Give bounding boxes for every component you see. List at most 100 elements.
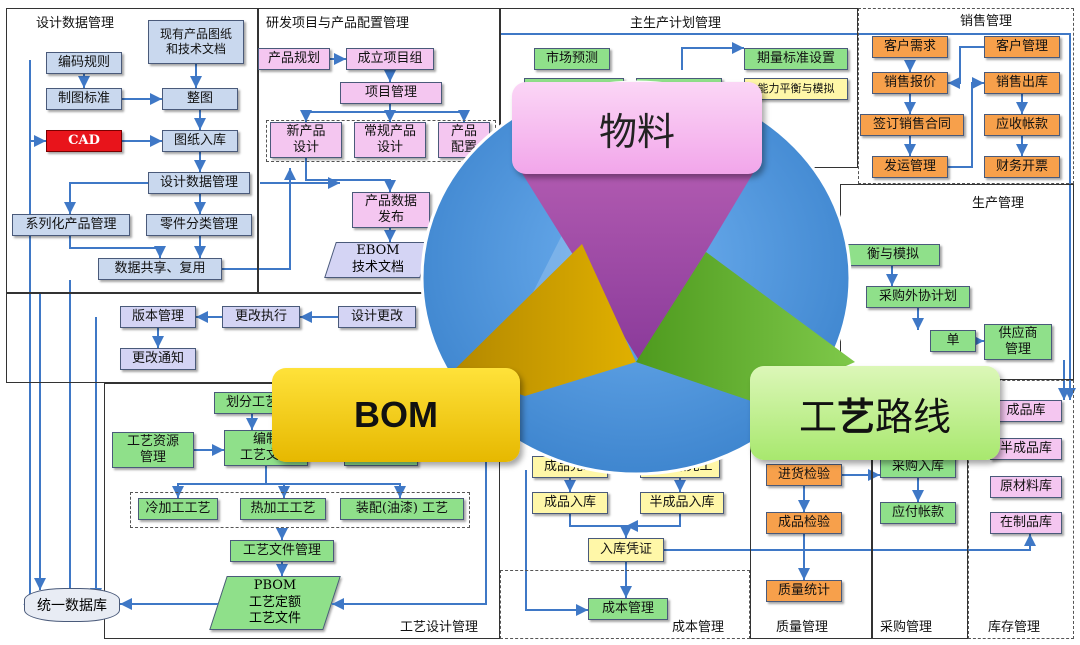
invoicing-node[interactable]: 财务开票 xyxy=(984,156,1060,178)
regular-product-design-node[interactable]: 常规产品 设计 xyxy=(354,122,426,158)
receivables-node[interactable]: 应收帐款 xyxy=(984,114,1060,136)
connector xyxy=(332,400,487,610)
file-mgmt-node[interactable]: 工艺文件管理 xyxy=(230,540,334,562)
change-exec-node[interactable]: 更改执行 xyxy=(222,306,300,328)
connector xyxy=(266,483,406,498)
material-wedge xyxy=(520,170,755,362)
connector xyxy=(69,236,166,258)
design-change-node[interactable]: 设计更改 xyxy=(338,306,416,328)
period-standard-node[interactable]: 期量标准设置 xyxy=(744,48,848,70)
product-inspect-node[interactable]: 成品检验 xyxy=(766,512,842,534)
unified-database[interactable]: 统一数据库 xyxy=(24,588,120,622)
cost-panel xyxy=(500,570,750,639)
existing-drawings-node[interactable]: 现有产品图纸 和技术文档 xyxy=(148,20,244,64)
product-in-node[interactable]: 成品入库 xyxy=(532,492,608,514)
assembly-node[interactable]: 装配(油漆) 工艺 xyxy=(340,498,464,520)
production-title: 生产管理 xyxy=(972,196,1025,211)
design-data-mgmt-node[interactable]: 设计数据管理 xyxy=(148,172,250,194)
cost-title: 成本管理 xyxy=(672,620,725,635)
connector xyxy=(222,168,296,270)
inventory-title: 库存管理 xyxy=(988,620,1041,635)
purchase-in-node[interactable]: 采购入库 xyxy=(880,456,956,478)
product-config-node[interactable]: 产品 配置 xyxy=(438,122,490,158)
project-mgmt-node[interactable]: 项目管理 xyxy=(340,82,442,104)
balance-sim-node[interactable]: 衡与模拟 xyxy=(846,244,940,266)
capacity-balance-node[interactable]: 能力平衡与模拟 xyxy=(744,78,848,100)
connector xyxy=(569,514,632,538)
connector xyxy=(664,534,1036,551)
product-data-release-node[interactable]: 产品数据 发布 xyxy=(352,192,430,228)
connector xyxy=(64,182,150,214)
sales-title: 销售管理 xyxy=(960,14,1013,29)
sign-contract-node[interactable]: 签订销售合同 xyxy=(860,114,964,136)
version-mgmt-node[interactable]: 版本管理 xyxy=(120,306,196,328)
payables-node[interactable]: 应付帐款 xyxy=(880,502,956,524)
route-char-1: 工 xyxy=(798,394,837,439)
raw-store-node[interactable]: 原材料库 xyxy=(990,476,1062,498)
connector xyxy=(525,470,588,616)
route-callout: 工艺路线 xyxy=(750,366,1000,460)
outsource-plan-node[interactable]: 采购外协计划 xyxy=(866,286,970,308)
change-notice-node[interactable]: 更改通知 xyxy=(120,348,196,370)
wip-store-node[interactable]: 在制品库 xyxy=(990,512,1062,534)
product-plan-node[interactable]: 产品规划 xyxy=(258,48,330,70)
coding-rules-node[interactable]: 编码规则 xyxy=(46,52,122,74)
connector xyxy=(172,466,267,498)
cad-node[interactable]: CAD xyxy=(46,130,122,152)
sales-outbound-node[interactable]: 销售出库 xyxy=(984,72,1060,94)
resource-mgmt-node[interactable]: 工艺资源 管理 xyxy=(112,432,194,468)
quality-title: 质量管理 xyxy=(776,620,829,635)
connector xyxy=(390,110,470,122)
connector xyxy=(681,42,744,70)
incoming-inspect-node[interactable]: 进货检验 xyxy=(766,464,842,486)
connector xyxy=(948,77,984,168)
inventory-panel xyxy=(968,380,1074,639)
connector xyxy=(626,514,681,532)
purchase-title: 采购管理 xyxy=(880,620,933,635)
connector xyxy=(300,104,391,122)
semi-in-node[interactable]: 半成品入库 xyxy=(640,492,724,514)
design-data-panel xyxy=(6,8,258,293)
design-data-title: 设计数据管理 xyxy=(36,16,115,31)
tidy-drawings-node[interactable]: 整图 xyxy=(162,88,238,110)
cost-mgmt-node[interactable]: 成本管理 xyxy=(588,598,668,620)
hot-work-node[interactable]: 热加工工艺 xyxy=(240,498,326,520)
rd-project-title: 研发项目与产品配置管理 xyxy=(266,16,410,31)
cold-work-node[interactable]: 冷加工工艺 xyxy=(138,498,218,520)
process-design-title: 工艺设计管理 xyxy=(400,620,479,635)
connector xyxy=(305,158,396,192)
orders-node[interactable]: 单 xyxy=(930,330,976,352)
connector xyxy=(500,33,1076,400)
drawing-standard-node[interactable]: 制图标准 xyxy=(46,88,122,110)
process-type-group xyxy=(130,492,470,528)
in-voucher-node[interactable]: 入库凭证 xyxy=(588,538,664,562)
divide-process-node[interactable]: 划分工艺 xyxy=(214,392,290,414)
data-share-node[interactable]: 数据共享、复用 xyxy=(98,258,222,280)
route-char-3: 路线 xyxy=(875,394,952,439)
material-callout: 物料 xyxy=(512,82,762,174)
finished-store-node[interactable]: 成品库 xyxy=(990,400,1062,422)
route-char-2: 艺 xyxy=(836,394,875,439)
new-product-design-node[interactable]: 新产品 设计 xyxy=(270,122,342,158)
sales-panel xyxy=(858,8,1074,184)
connector xyxy=(948,46,984,89)
sales-quote-node[interactable]: 销售报价 xyxy=(872,72,948,94)
series-product-node[interactable]: 系列化产品管理 xyxy=(12,214,130,236)
shipping-node[interactable]: 发运管理 xyxy=(872,156,948,178)
part-classify-node[interactable]: 零件分类管理 xyxy=(146,214,252,236)
drawing-storage-node[interactable]: 图纸入库 xyxy=(162,130,238,152)
supplier-mgmt-node[interactable]: 供应商 管理 xyxy=(984,324,1052,360)
master-plan-title: 主生产计划管理 xyxy=(630,16,722,31)
form-team-node[interactable]: 成立项目组 xyxy=(346,48,434,70)
semi-store-node[interactable]: 半成品库 xyxy=(990,438,1062,460)
quality-stats-node[interactable]: 质量统计 xyxy=(766,580,842,602)
bom-callout: BOM xyxy=(272,368,520,462)
customer-demand-node[interactable]: 客户需求 xyxy=(872,36,948,58)
pbom-node[interactable]: PBOM 工艺定额 工艺文件 xyxy=(218,576,332,630)
market-forecast-node[interactable]: 市场预测 xyxy=(534,48,610,70)
ebom-node[interactable]: EBOM 技术文档 xyxy=(330,242,426,278)
customer-mgmt-node[interactable]: 客户管理 xyxy=(984,36,1060,58)
bom-wedge xyxy=(452,244,636,396)
